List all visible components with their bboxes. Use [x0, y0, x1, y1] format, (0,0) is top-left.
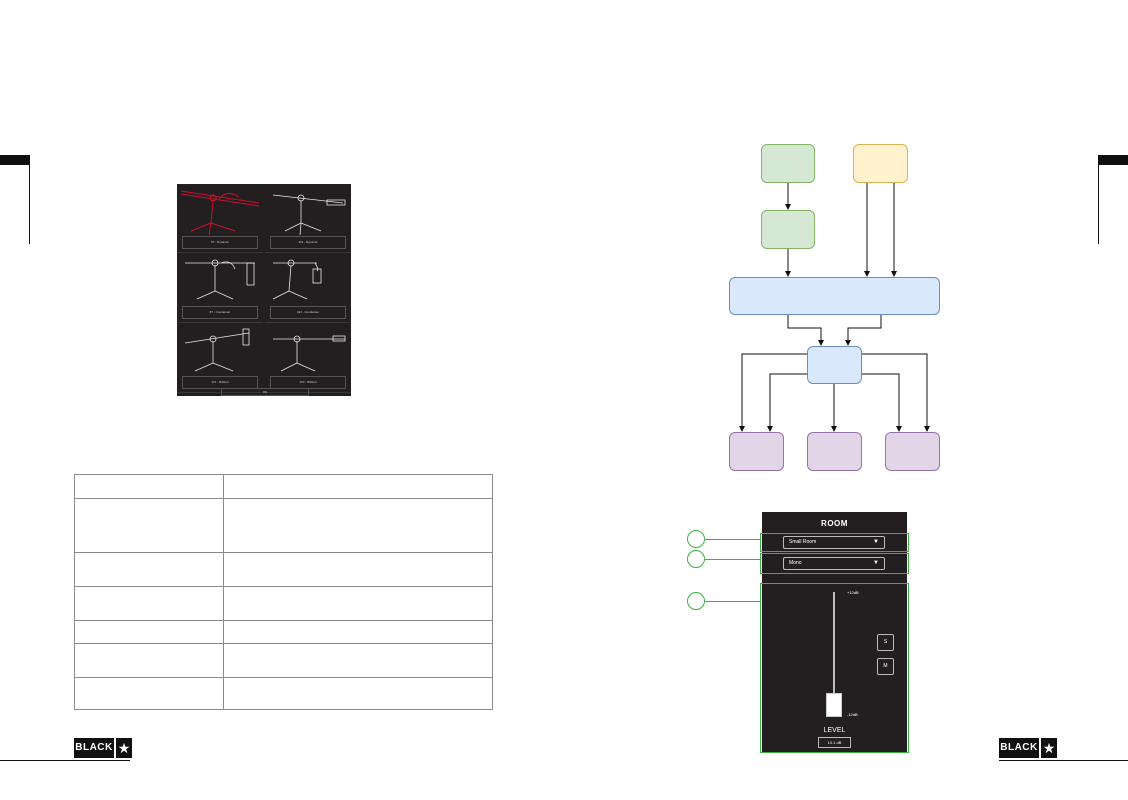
level-label: LEVEL	[823, 727, 846, 734]
star-icon: ★	[116, 738, 132, 758]
highlight-room-type	[760, 533, 909, 552]
mic-option-label: 421 - Dynamic	[270, 236, 346, 249]
level-fader-handle[interactable]	[826, 693, 842, 717]
mic-stand-icon	[185, 259, 255, 300]
callout-marker-3	[687, 592, 705, 610]
dropdown-arrow-icon: ▼	[873, 560, 879, 566]
callout-leader-2	[705, 559, 761, 560]
mic-option-label: 87 - Condenser	[182, 306, 258, 319]
level-value: 10.1 dB	[818, 737, 851, 748]
mic-option[interactable]: 87 - Condenser	[177, 254, 263, 323]
table-column-divider	[223, 475, 224, 709]
flow-box-green-middle	[761, 210, 815, 249]
mic-option-label: 121 - Ribbon	[182, 376, 258, 389]
right-page-tab	[1098, 155, 1128, 165]
ok-button[interactable]: OK	[221, 388, 309, 396]
table-row	[75, 620, 492, 621]
left-page-tab	[0, 155, 30, 165]
footer-rule	[999, 760, 1128, 761]
table-row	[75, 586, 492, 587]
callout-leader-3	[705, 601, 761, 602]
highlight-room-mode	[760, 553, 909, 574]
mic-option-label: 414 - Condenser	[270, 306, 346, 319]
table-row	[75, 677, 492, 678]
brand-logo: BLACK ★	[74, 738, 132, 758]
mic-selection-panel: 57 - Dynamic 421 - Dynamic	[177, 184, 351, 396]
room-type-value: Small Room	[789, 539, 817, 545]
footer-rule	[0, 760, 130, 761]
mic-stand-icon	[272, 194, 346, 236]
mic-stand-icon	[273, 335, 346, 372]
mic-stand-icon	[180, 190, 260, 236]
flow-box-blue-small	[807, 346, 862, 384]
mute-button[interactable]: M	[877, 658, 894, 675]
mic-option[interactable]: 57 - Dynamic	[177, 184, 263, 253]
mic-stand-icon	[184, 328, 250, 372]
flow-box-purple-right	[885, 432, 940, 471]
room-panel: ROOM Small Room ▼ Mono ▼ +12dB -12dB S M…	[762, 512, 907, 753]
fader-scale-bottom: -12dB	[847, 712, 858, 717]
callout-leader-1	[705, 539, 761, 540]
flow-box-yellow	[853, 144, 908, 183]
level-fader-track[interactable]	[833, 592, 835, 712]
flow-box-purple-left	[729, 432, 784, 471]
brand-logo-text: BLACK	[999, 738, 1039, 758]
solo-button[interactable]: S	[877, 634, 894, 651]
room-panel-title: ROOM	[821, 519, 848, 528]
table-row	[75, 552, 492, 553]
flow-box-blue-wide	[729, 277, 940, 315]
mic-stand-icon	[272, 259, 322, 300]
table-row	[75, 498, 492, 499]
highlight-level-section	[760, 583, 909, 753]
room-mode-value: Mono	[789, 560, 802, 566]
fader-scale-top: +12dB	[847, 590, 859, 595]
room-type-dropdown[interactable]: Small Room ▼	[783, 536, 885, 549]
spec-table	[74, 474, 493, 710]
mic-option[interactable]: 414 - Condenser	[265, 254, 351, 323]
flow-box-green-top	[761, 144, 815, 183]
callout-marker-2	[687, 550, 705, 568]
mic-option[interactable]: 421 - Dynamic	[265, 184, 351, 253]
left-page-tab-line	[29, 155, 30, 244]
dropdown-arrow-icon: ▼	[873, 539, 879, 545]
room-mode-dropdown[interactable]: Mono ▼	[783, 557, 885, 570]
flow-box-purple-middle	[807, 432, 862, 471]
brand-logo-text: BLACK	[74, 738, 114, 758]
right-page-tab-line	[1098, 155, 1099, 244]
table-row	[75, 643, 492, 644]
callout-marker-1	[687, 530, 705, 548]
mic-option[interactable]: 121 - Ribbon	[177, 324, 263, 393]
brand-logo: BLACK ★	[999, 738, 1057, 758]
mic-option-label: 57 - Dynamic	[182, 236, 258, 249]
star-icon: ★	[1041, 738, 1057, 758]
